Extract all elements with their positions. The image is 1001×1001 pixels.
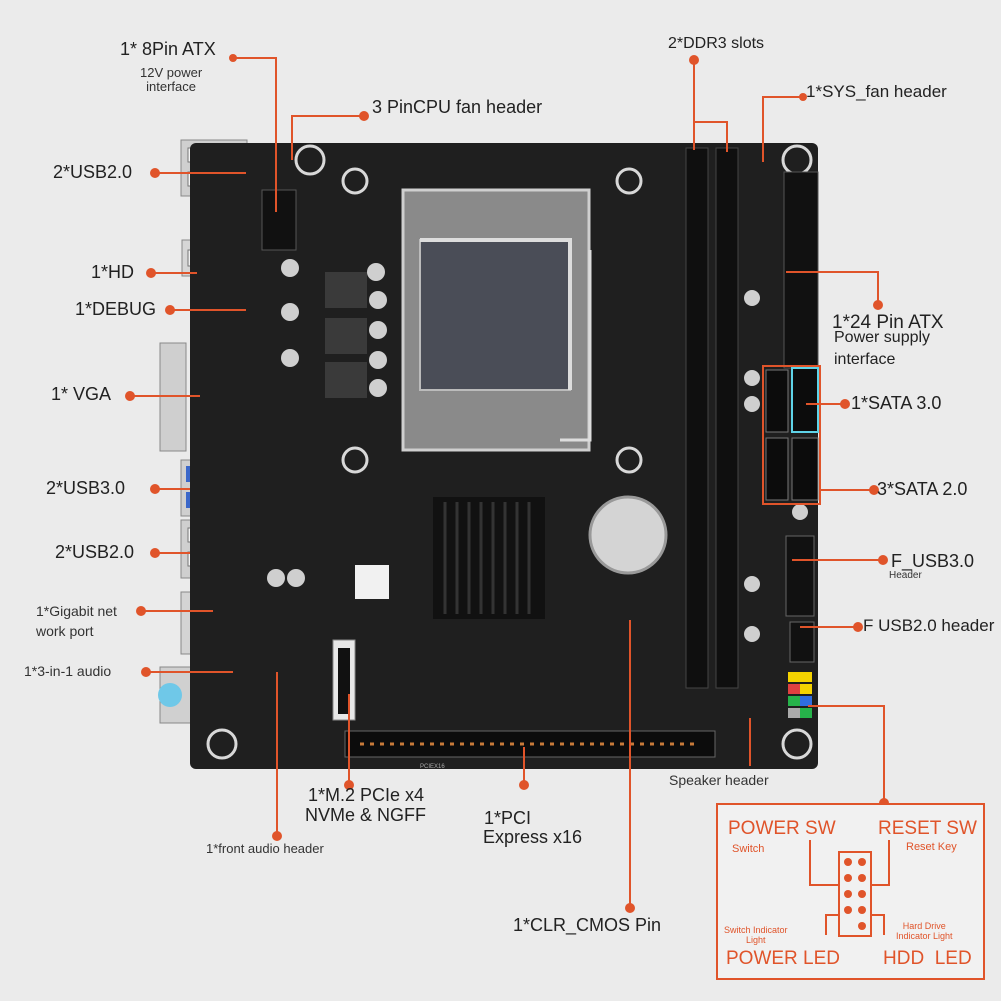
label-cpu-fan: 3 PinCPU fan header [372,97,543,117]
label-ddr3: 2*DDR3 slots [668,35,765,52]
front-panel-pinout-box: POWER SW Switch RESET SW Reset Key Switc… [716,803,985,980]
label-speaker: Speaker header [669,772,769,788]
ddr3-slots [685,147,739,689]
sata-ports [762,365,821,505]
label-gigabit: 1*Gigabit net work port [36,603,117,640]
label-usb3: 2*USB3.0 [46,478,126,498]
label-sata3: 1*SATA 3.0 [851,393,942,413]
pcie-silk-label: PCIEX16 [420,764,445,770]
front-usb2-header [789,621,815,663]
label-hd: 1*HD [91,262,135,282]
pinout-hdd-led: HDD LED [883,948,972,969]
pinout-reset-sw-sub: Reset Key [906,841,957,853]
label-atx-8pin: 1* 8Pin ATX [120,39,216,59]
callout-lines [130,57,885,908]
pinout-power-sw-sub: Switch [732,843,765,855]
pinout-hdd-indicator: Hard Drive Indicator Light [896,921,953,942]
pinout-power-led: POWER LED [726,948,841,969]
pinout-switch-indicator: Switch Indicator Light [724,925,788,946]
label-atx-8pin-sub: 12V power interface [140,65,203,95]
mounting-holes [206,144,813,760]
atx-8pin-connector [261,189,297,251]
front-usb3-header [785,535,815,617]
label-pcie-line1: 1*PCI [484,808,532,828]
chipset-heatsink [433,497,545,619]
cpu-socket [401,188,592,452]
label-front-audio: 1*front audio header [206,841,324,856]
label-f-usb3: F_USB3.0 [891,551,975,571]
label-atx-24pin: 1*24 Pin ATX [832,312,944,333]
pinout-reset-sw: RESET SW [878,818,977,839]
label-debug: 1*DEBUG [75,299,157,319]
label-atx-24pin-sub1: Power supply [834,329,931,346]
label-f-usb3-sub: Header [889,570,922,581]
pinout-power-sw: POWER SW [728,818,836,839]
label-audio: 1*3-in-1 audio [24,663,112,679]
front-panel-header [788,672,812,718]
label-pcie-line2: Express x16 [483,827,583,847]
label-m2-line2: NVMe & NGFF [305,805,427,825]
label-usb2-top: 2*USB2.0 [53,162,133,182]
label-vga: 1* VGA [51,384,112,404]
label-sys-fan: 1*SYS_fan header [806,82,947,101]
vrm-components [267,259,808,642]
label-m2-line1: 1*M.2 PCIe x4 [308,785,425,805]
chip-square [355,565,389,599]
label-atx-24pin-sub2: interface [834,351,896,368]
label-usb2-mid: 2*USB2.0 [55,542,135,562]
pinout-diagram [809,840,890,937]
cmos-battery [588,495,668,575]
callout-dots [125,54,889,913]
label-clr-cmos: 1*CLR_CMOS Pin [513,915,662,935]
label-f-usb2: F USB2.0 header [863,616,995,635]
label-sata2: 3*SATA 2.0 [877,479,968,499]
atx-24pin-connector [783,171,819,369]
